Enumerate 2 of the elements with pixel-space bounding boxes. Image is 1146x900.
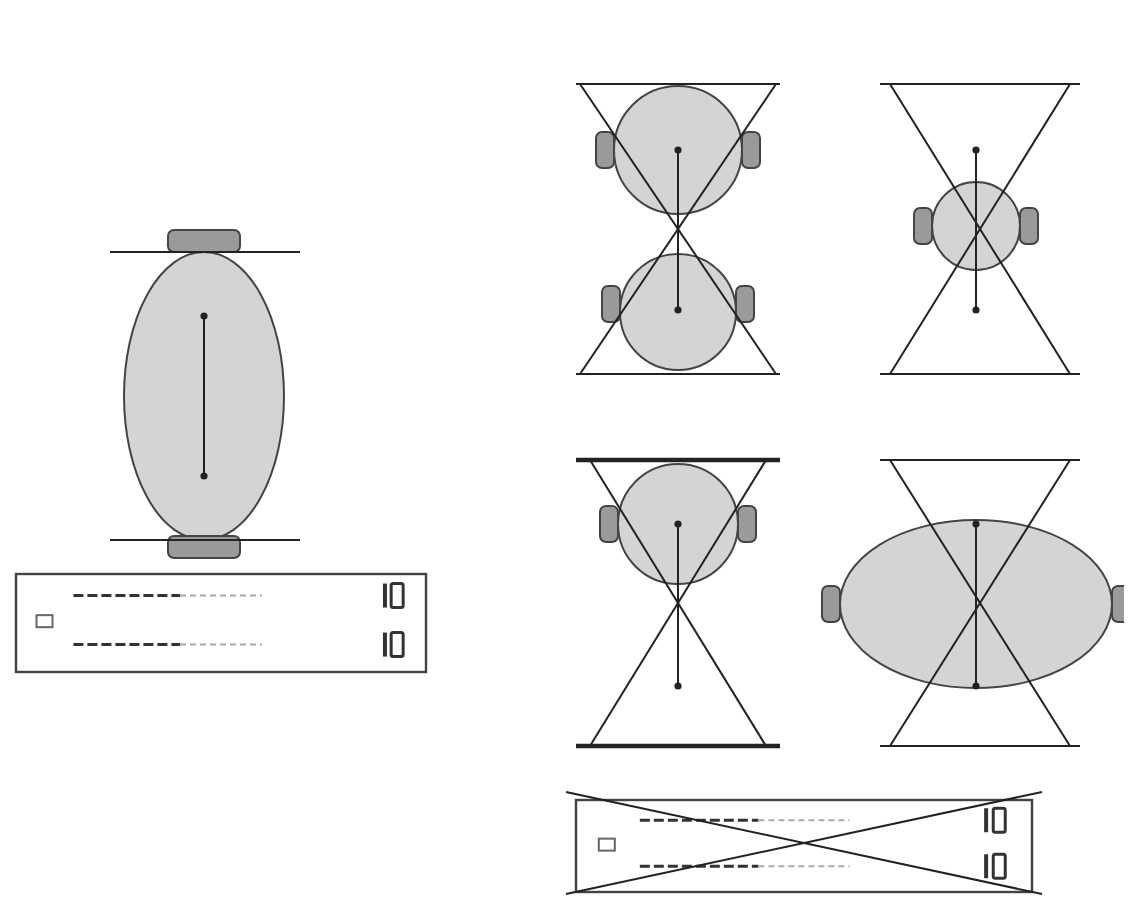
picture xyxy=(12,570,432,676)
picture xyxy=(560,788,1048,896)
